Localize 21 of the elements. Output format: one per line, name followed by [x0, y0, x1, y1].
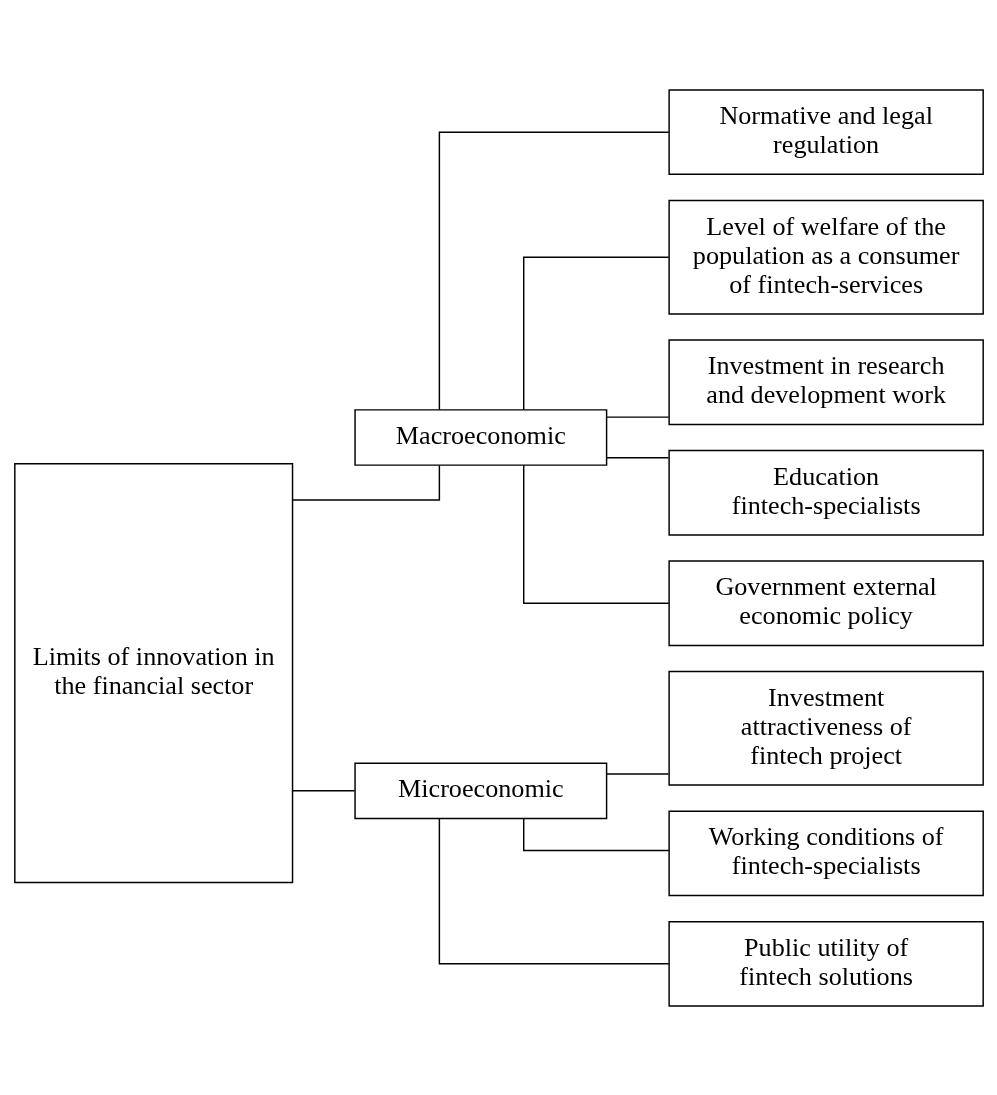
node-box: Working conditions of fintech-specialists [667, 809, 984, 896]
connector [605, 415, 669, 418]
node-box: Education fintech-specialists [667, 449, 984, 536]
connector [291, 464, 440, 501]
connector [605, 456, 669, 459]
connector [438, 130, 670, 411]
connector [522, 817, 669, 851]
node-box: Microeconomic [353, 761, 607, 819]
node-box: Government external economic policy [667, 559, 984, 646]
node-box: Investment in research and development work [667, 338, 984, 425]
connector [291, 789, 355, 792]
node-box: Macroeconomic [353, 408, 607, 466]
node-box: Public utility of fintech solutions [667, 920, 984, 1007]
connector [522, 464, 669, 604]
node-box: Investment attractiveness of fintech project [667, 670, 984, 786]
node-box: Normative and legal regulation [667, 88, 984, 175]
node-box: Level of welfare of the population as a consumer of fintech-services [667, 199, 984, 315]
connector [522, 255, 669, 410]
connector [605, 772, 669, 775]
connector [438, 817, 670, 965]
node-box: Limits of innovation in the financial sector [13, 462, 293, 883]
